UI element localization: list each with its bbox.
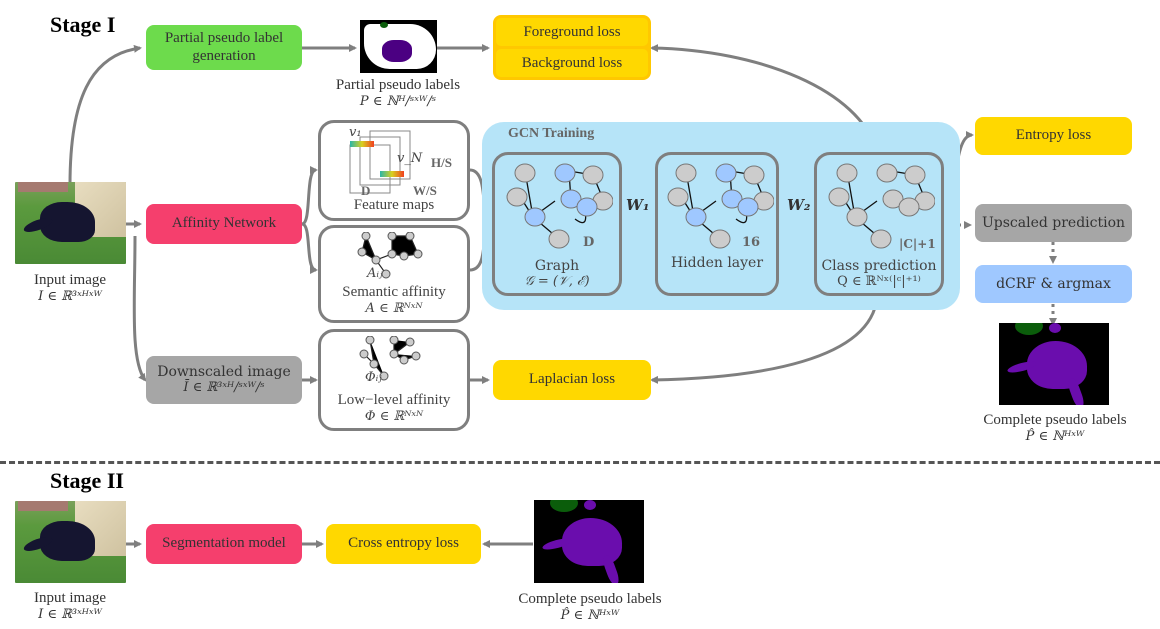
hidden-nodes-icon: [667, 163, 774, 249]
partial-pseudo-labels-math: P ∈ ℕᴴ/ˢˣᵂ/ˢ: [359, 94, 437, 109]
stage2-complete-pseudo-labels-math: P̂ ∈ ℕᴴˣᵂ: [560, 608, 620, 623]
semantic-affinity-box: Aᵢⱼ Semantic affinity A ∈ ℝᴺˣᴺ: [318, 225, 470, 323]
foreground-loss: Foreground loss: [496, 18, 648, 46]
fg-bg-loss-group: Foreground loss Background loss: [493, 15, 651, 80]
d-label: D: [361, 183, 371, 198]
graph-math: 𝒢 = (𝒱, ℰ): [524, 274, 590, 289]
complete-pseudo-labels-caption: Complete pseudo labels P̂ ∈ ℕᴴˣᵂ: [965, 411, 1145, 445]
downscaled-image: Downscaled image Ī ∈ ℝ³ˣᴴ/ˢˣᵂ/ˢ: [146, 356, 302, 404]
low-level-graph-icon: [359, 336, 421, 381]
input-image-label: Input image: [33, 272, 107, 288]
partial-pseudo-labels-caption: Partial pseudo labels P ∈ ℕᴴ/ˢˣᵂ/ˢ: [318, 76, 478, 110]
class-nodes-icon: [828, 163, 935, 249]
low-level-affinity-box: Φᵢⱼ Low−level affinity Φ ∈ ℝᴺˣᴺ: [318, 329, 470, 431]
arrow-affinity-to-semantic: [301, 222, 318, 274]
graph-dim: D: [583, 235, 595, 250]
background-loss: Background loss: [496, 49, 648, 77]
complete-pseudo-labels-image: [999, 323, 1109, 405]
semantic-affinity-math: A ∈ ℝᴺˣᴺ: [365, 301, 423, 316]
class-prediction-label: Class prediction: [821, 258, 937, 274]
hidden-layer-box: 16 Hidden layer: [655, 152, 779, 296]
stage-divider: [0, 461, 1160, 464]
w1-label: W₁: [626, 196, 650, 214]
stage2-input-image-photo: [15, 501, 126, 583]
stage2-input-image-label: Input image: [33, 590, 107, 606]
stage2-input-image-math: I ∈ ℝ³ˣᴴˣᵂ: [38, 607, 102, 622]
partial-pseudo-labels-image: [360, 20, 437, 73]
arrow-input-to-downscaled: [132, 235, 147, 382]
ws-label: W/S: [413, 183, 437, 198]
stage-1-title: Stage I: [50, 12, 116, 37]
class-prediction-math: Q ∈ ℝᴺˣ⁽|ᶜ|⁺¹⁾: [837, 274, 921, 289]
class-prediction-box: |C|+1 Class prediction Q ∈ ℝᴺˣ⁽|ᶜ|⁺¹⁾: [814, 152, 944, 296]
entropy-loss: Entropy loss: [975, 117, 1132, 155]
feature-maps-label: Feature maps: [353, 197, 435, 213]
arrow-affinity-to-features: [301, 166, 318, 226]
feature-maps-box: v₁ v_N H/S D W/S Feature maps: [318, 120, 470, 221]
segmentation-model: Segmentation model: [146, 524, 302, 564]
stage2-input-image-caption: Input image I ∈ ℝ³ˣᴴˣᵂ: [10, 589, 130, 623]
downscaled-image-label: Downscaled image: [157, 364, 291, 381]
partial-pseudo-label-generation: Partial pseudo label generation: [146, 25, 302, 70]
graph-nodes-icon: [506, 163, 613, 249]
stage2-complete-pseudo-labels-image: [534, 500, 644, 583]
hidden-dim: 16: [742, 235, 761, 250]
low-level-affinity-math: Φ ∈ ℝᴺˣᴺ: [364, 409, 424, 424]
semantic-graph-icon: [357, 232, 423, 279]
v1-label: v₁: [349, 125, 362, 140]
stage2-complete-pseudo-labels-caption: Complete pseudo labels P̂ ∈ ℕᴴˣᵂ: [500, 590, 680, 624]
semantic-affinity-label: Semantic affinity: [342, 284, 446, 300]
stage-2-title: Stage II: [50, 468, 124, 493]
hs-label: H/S: [431, 155, 452, 170]
graph-box: D Graph 𝒢 = (𝒱, ℰ): [492, 152, 622, 296]
low-level-affinity-label: Low−level affinity: [337, 392, 451, 408]
feature-maps-icon: [349, 130, 411, 194]
graph-label: Graph: [534, 258, 580, 274]
downscaled-image-math: Ī ∈ ℝ³ˣᴴ/ˢˣᵂ/ˢ: [183, 379, 265, 395]
dcrf-argmax: dCRF & argmax: [975, 265, 1132, 303]
stage2-complete-pseudo-labels-label: Complete pseudo labels: [518, 591, 662, 607]
arrow-input-to-ppl: [68, 44, 142, 186]
input-image-photo: [15, 182, 126, 264]
gcn-training-title: GCN Training: [508, 126, 595, 141]
partial-pseudo-labels-label: Partial pseudo labels: [335, 77, 461, 93]
class-dim: |C|+1: [899, 237, 936, 251]
hidden-layer-label: Hidden layer: [670, 255, 764, 271]
cross-entropy-loss: Cross entropy loss: [326, 524, 481, 564]
w2-label: W₂: [787, 196, 811, 214]
aij-label: Aᵢⱼ: [367, 266, 383, 281]
input-image-math: I ∈ ℝ³ˣᴴˣᵂ: [38, 289, 102, 304]
input-image-caption: Input image I ∈ ℝ³ˣᴴˣᵂ: [10, 271, 130, 305]
complete-pseudo-labels-math: P̂ ∈ ℕᴴˣᵂ: [1025, 429, 1085, 444]
upscaled-prediction: Upscaled prediction: [975, 204, 1132, 242]
phij-label: Φᵢⱼ: [365, 370, 382, 385]
laplacian-loss: Laplacian loss: [493, 360, 651, 400]
complete-pseudo-labels-label: Complete pseudo labels: [983, 412, 1127, 428]
affinity-network: Affinity Network: [146, 204, 302, 244]
vn-label: v_N: [397, 151, 423, 166]
